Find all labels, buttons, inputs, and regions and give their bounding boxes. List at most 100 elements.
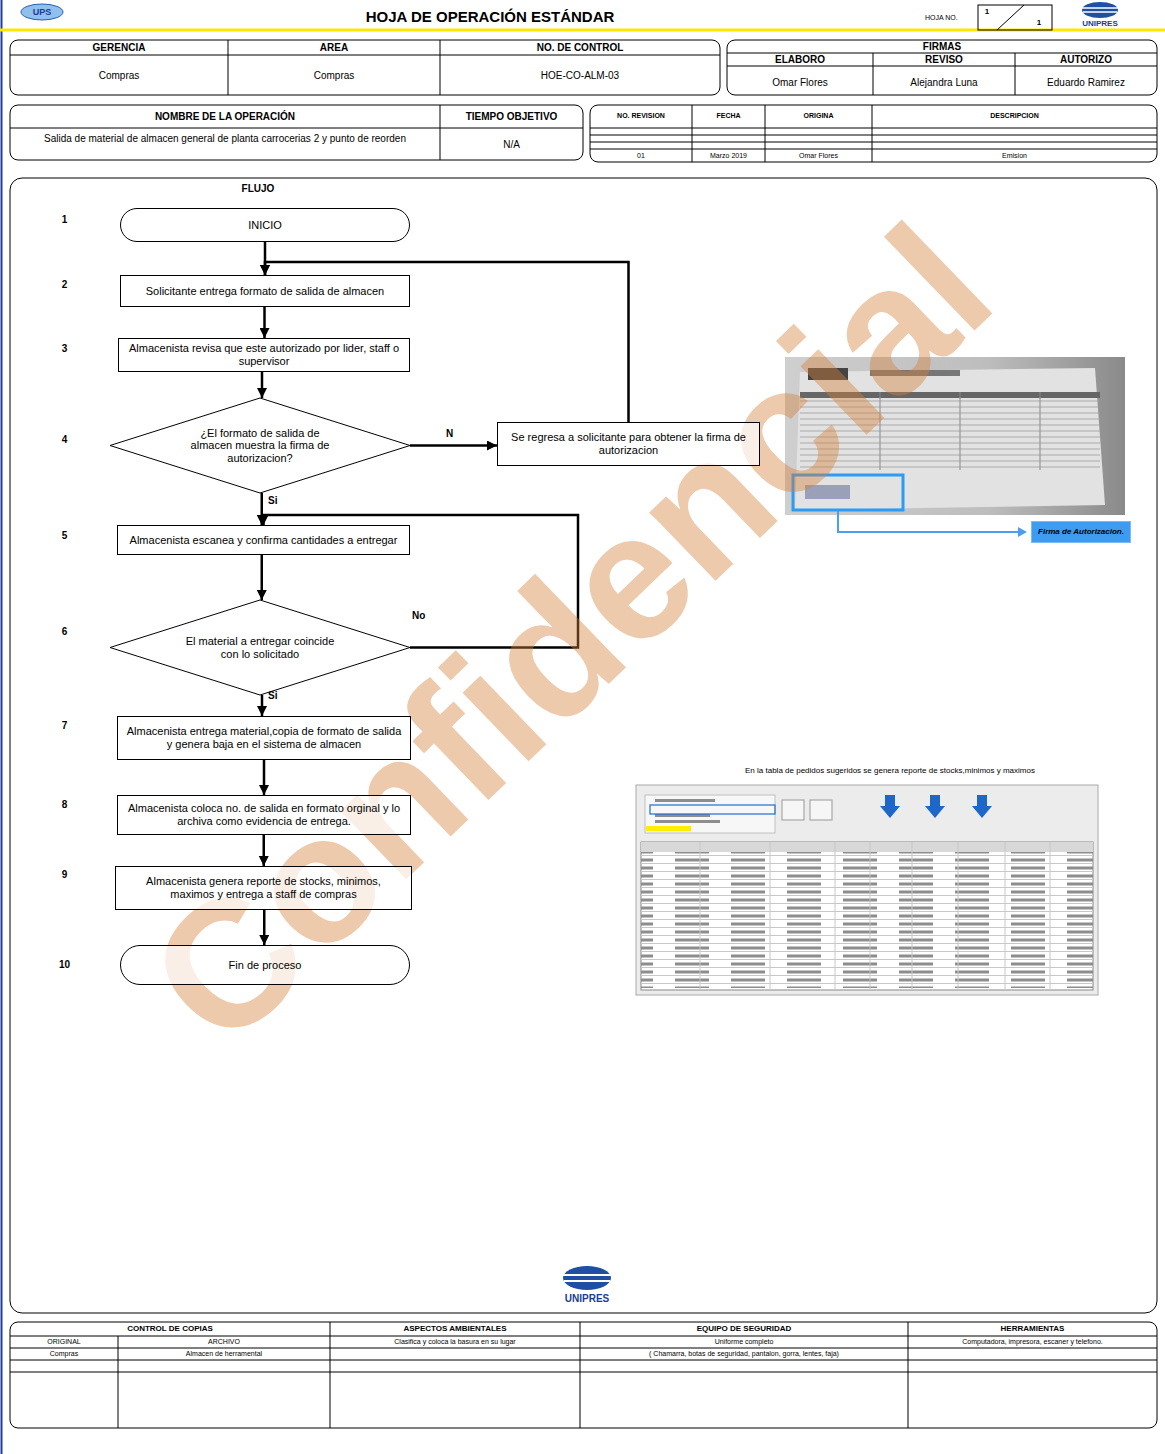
node-text: Almacenista entrega material,copia de fo… [125, 725, 403, 750]
footer-table [908, 1322, 909, 1428]
logo-text: UNIPRES [547, 1293, 627, 1305]
table-cell: Eduardo Ramirez [1015, 77, 1157, 89]
start-terminal: INICIO [120, 208, 410, 242]
decision-diamond: ¿El formato de salida de almacen muestra… [110, 398, 410, 493]
unipres-logo [564, 1280, 610, 1282]
column-header: EQUIPO DE SEGURIDAD [580, 1324, 908, 1333]
form-photo [1040, 392, 1041, 470]
flow-arrow [261, 372, 264, 398]
leader-arrowhead [1018, 527, 1027, 537]
node-text: INICIO [128, 219, 402, 232]
report-screenshot [641, 842, 1093, 990]
header-table [10, 40, 1157, 162]
process-box: Almacenista entrega material,copia de fo… [117, 716, 411, 760]
header-table [590, 105, 1157, 162]
unipres-logo [1082, 2, 1118, 18]
table-cell: Uniforme completo [580, 1338, 908, 1346]
header-table [440, 105, 441, 160]
column-header: AUTORIZO [1015, 54, 1157, 66]
report-screenshot [700, 842, 701, 990]
footer-table [330, 1322, 331, 1428]
node-text: El material a entregar coincide con lo s… [185, 635, 335, 660]
report-screenshot [782, 800, 804, 820]
report-screenshot [646, 826, 691, 831]
column-header: ASPECTOS AMBIENTALES [330, 1324, 580, 1333]
node-text: Firma de Autorizacion. [1038, 527, 1124, 536]
table-cell: Computadora, impresora, escaner y telefo… [908, 1338, 1157, 1346]
flow-arrow [410, 444, 497, 447]
footer-table [10, 1372, 1157, 1373]
image-caption: En la tabla de pedidos sugeridos se gene… [640, 766, 1140, 775]
column-header: HERRAMIENTAS [908, 1324, 1157, 1333]
unipres-logo [563, 1266, 611, 1290]
column-header: AREA [228, 42, 440, 54]
header-table [10, 55, 720, 56]
report-screenshot [641, 852, 1093, 990]
report-screenshot [650, 805, 775, 814]
step-number: 8 [52, 799, 77, 811]
report-screenshot [835, 842, 836, 990]
table-cell: ( Chamarra, botas de seguridad, pantalon… [580, 1350, 908, 1358]
node-text: Almacenista revisa que este autorizado p… [126, 342, 402, 367]
table-cell: Salida de material de almacen general de… [25, 133, 425, 145]
header-table [590, 149, 1157, 150]
table-cell: Marzo 2019 [692, 152, 765, 160]
report-screenshot [655, 820, 720, 823]
table-cell: Compras [228, 70, 440, 82]
flow-arrow [263, 307, 266, 338]
column-header: FECHA [692, 112, 765, 120]
pointer-arrow [880, 795, 900, 818]
unipres-logo [563, 1266, 611, 1290]
step-number: 2 [52, 279, 77, 291]
sheet-title: HOJA DE OPERACIÓN ESTÁNDAR [290, 8, 690, 25]
report-screenshot [636, 785, 1098, 995]
process-box: Almacenista escanea y confirma cantidade… [117, 525, 410, 555]
node-text: Almacenista coloca no. de salida en form… [125, 802, 403, 827]
flow-arrow [261, 695, 264, 716]
process-box: Almacenista genera reporte de stocks, mi… [115, 866, 412, 910]
header-table [590, 135, 1157, 136]
process-box: Almacenista revisa que este autorizado p… [118, 338, 410, 372]
column-header: NO. DE CONTROL [440, 42, 720, 54]
footer-table [118, 1336, 119, 1428]
node-text: Fin de proceso [128, 959, 402, 972]
node-text: Se regresa a solicitante para obtener la… [505, 431, 752, 456]
sheet-number-box [978, 5, 1052, 30]
footer-table [10, 1322, 1157, 1428]
section-heading: FLUJO [228, 183, 288, 195]
callout-box: Firma de Autorizacion. [1031, 521, 1131, 543]
form-photo [960, 392, 961, 470]
column-header: NO. REVISION [590, 112, 692, 120]
edge-label: Si [268, 690, 277, 702]
step-number: 5 [52, 530, 77, 542]
report-screenshot [1005, 842, 1006, 990]
diamond-outline [110, 600, 410, 695]
report-screenshot [645, 795, 775, 833]
header-table [440, 40, 441, 95]
report-screenshot [810, 800, 832, 820]
header-table [10, 128, 583, 129]
column-header: ELABORO [727, 54, 873, 66]
edge-label: Si [268, 495, 277, 507]
table-cell: Almacen de herramental [118, 1350, 330, 1358]
step-number: 6 [52, 626, 77, 638]
logo-text: UNIPRES [1065, 19, 1135, 28]
report-screenshot [655, 799, 715, 802]
flow-arrow [261, 555, 264, 600]
header-table [10, 40, 720, 95]
unipres-logo [1082, 2, 1118, 18]
column-header: CONTROL DE COPIAS [10, 1324, 330, 1333]
table-cell: Clasifica y coloca la basura en su lugar [330, 1338, 580, 1346]
report-screenshot [636, 785, 1098, 995]
table-cell: Alejandra Luna [873, 77, 1015, 89]
node-text: Almacenista genera reporte de stocks, mi… [123, 875, 404, 900]
leader-line [838, 511, 1020, 532]
step-number: 7 [52, 720, 77, 732]
step-number: 3 [52, 343, 77, 355]
pointer-arrow [972, 795, 992, 818]
footer-table [580, 1322, 581, 1428]
table-cell: Compras [10, 1350, 118, 1358]
unipres-logo [563, 1274, 611, 1276]
report-screenshot [958, 842, 959, 990]
